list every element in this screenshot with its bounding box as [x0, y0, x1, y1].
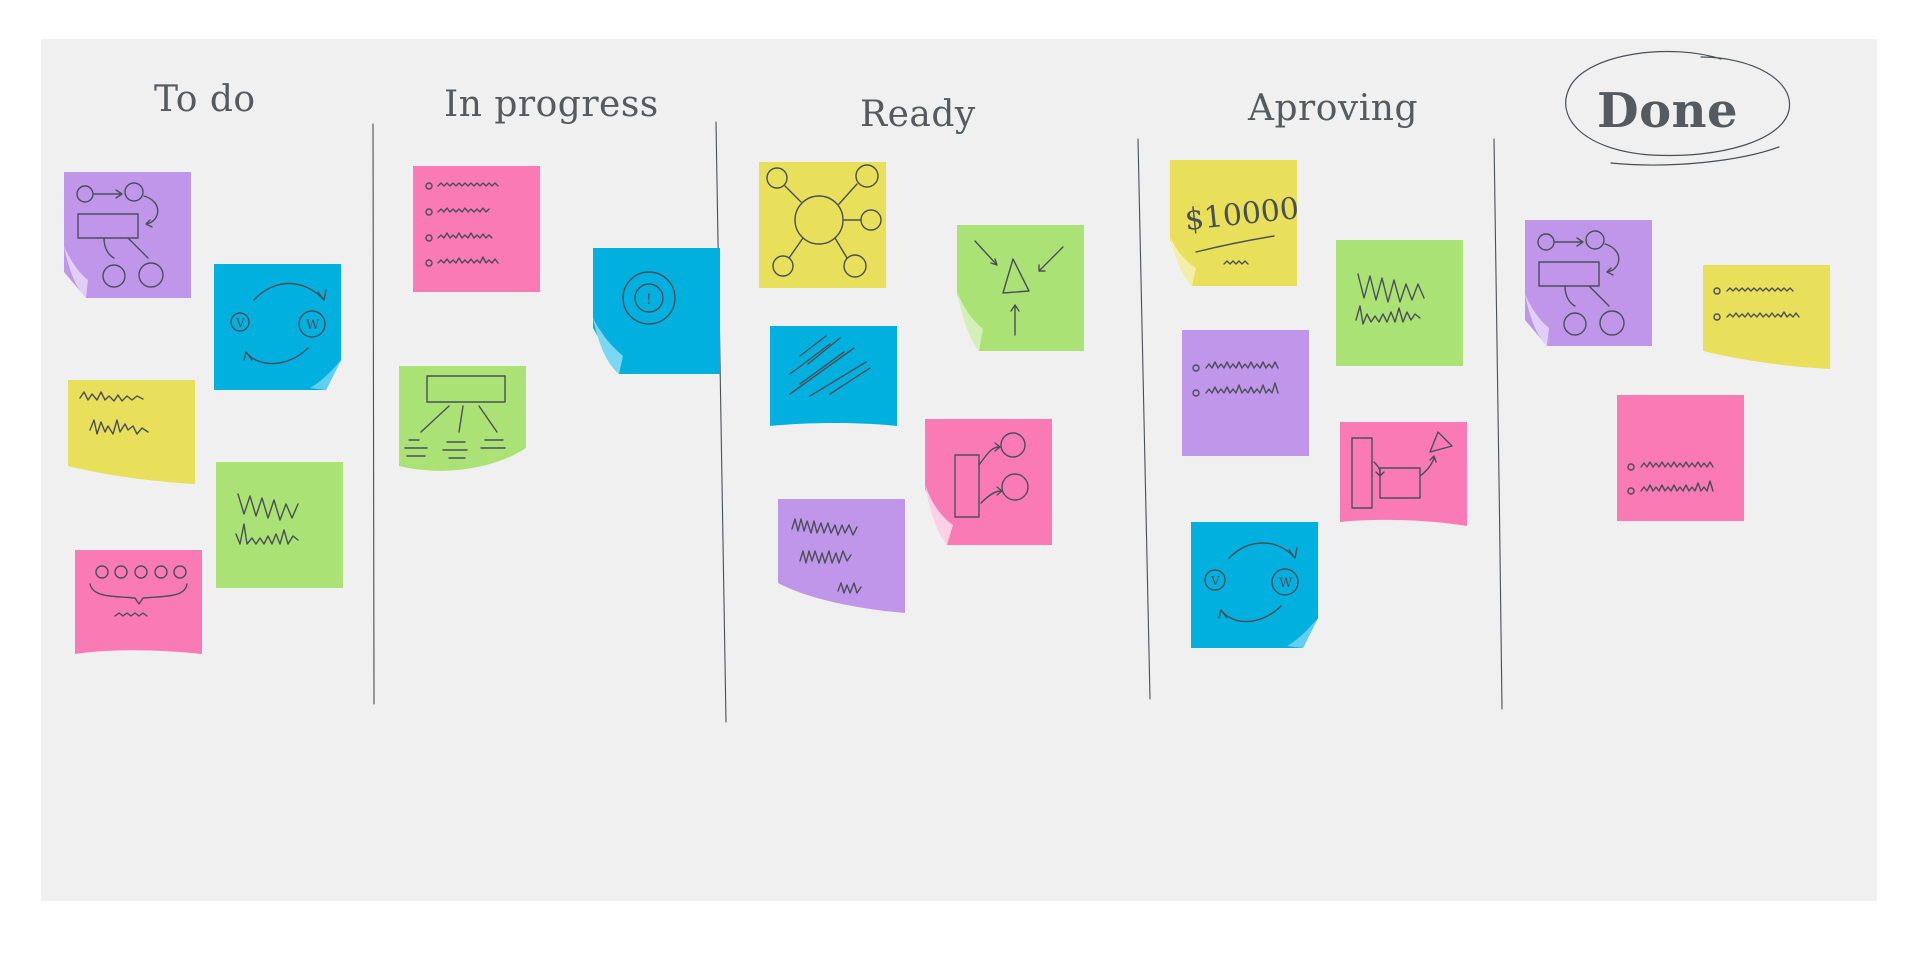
sticky-note-checklist[interactable]: [1182, 330, 1309, 456]
sticky-note-budget[interactable]: $10000: [1170, 160, 1301, 286]
kanban-board: To do In progress Ready Aproving Done: [41, 39, 1877, 901]
sticky-note-process[interactable]: [1340, 422, 1467, 548]
sticky-note-hatched[interactable]: [770, 326, 897, 452]
column-title-done: Done: [1597, 83, 1739, 139]
sticky-note-flowchart[interactable]: [64, 172, 191, 298]
exclamation-icon: !: [646, 292, 652, 308]
sticky-note-checklist[interactable]: [1703, 265, 1830, 391]
sticky-note-flowchart[interactable]: [1525, 220, 1652, 346]
sticky-note-cycle-diagram[interactable]: V W: [214, 264, 341, 390]
column-divider: [1493, 138, 1503, 710]
sticky-note-handwritten[interactable]: [68, 380, 195, 506]
column-title-ready: Ready: [860, 94, 976, 135]
column-title-in-progress: In progress: [444, 84, 659, 125]
sticky-note-mind-map[interactable]: [759, 162, 886, 288]
sticky-note-handwritten[interactable]: [1336, 240, 1463, 366]
sticky-note-hierarchy[interactable]: [399, 366, 526, 492]
column-divider: [715, 121, 727, 723]
sticky-note-cycle-diagram[interactable]: V W: [1191, 522, 1318, 648]
sticky-note-handwritten[interactable]: [778, 499, 905, 625]
column-divider: [372, 123, 375, 705]
column-title-todo: To do: [154, 79, 256, 120]
sticky-note-checklist[interactable]: [413, 166, 540, 292]
sticky-note-dots-brace[interactable]: [75, 550, 202, 676]
sticky-note-process[interactable]: [925, 419, 1052, 545]
label-v-icon: V: [235, 316, 245, 330]
sticky-note-target[interactable]: !: [593, 248, 720, 374]
column-divider: [1137, 138, 1151, 700]
column-title-aproving: Aproving: [1248, 88, 1419, 129]
sticky-note-handwritten[interactable]: [216, 462, 343, 588]
label-v-icon: V: [1210, 574, 1220, 588]
sticky-note-triangle-diagram[interactable]: [957, 225, 1084, 351]
sticky-note-checklist[interactable]: [1617, 395, 1744, 521]
done-circle-mark: [1565, 50, 1791, 166]
label-w-icon: W: [306, 318, 320, 333]
label-w-icon: W: [1279, 576, 1293, 591]
